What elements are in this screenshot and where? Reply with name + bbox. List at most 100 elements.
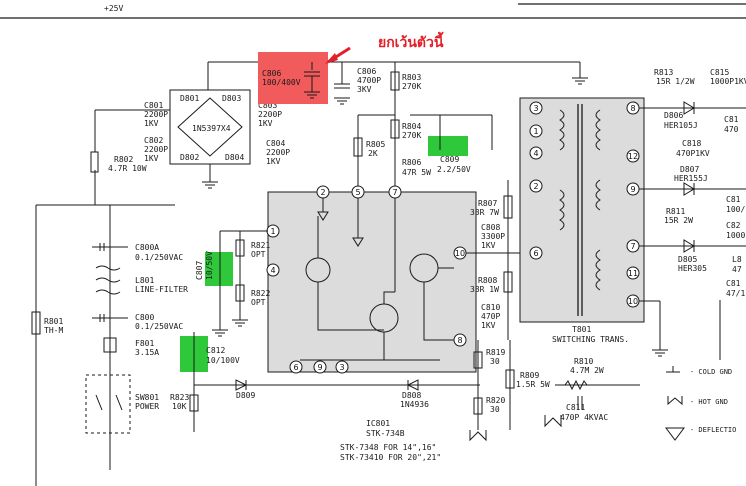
d805-symbol	[683, 239, 695, 253]
r810-value: 4.7M 2W	[570, 366, 604, 375]
c806-value-2: 3KV	[357, 85, 372, 94]
c800-value: 0.1/250VAC	[135, 322, 183, 331]
r822-ref: R822	[251, 289, 270, 298]
r822-value: OPT	[251, 298, 266, 307]
t801-pin-8-label: 8	[630, 104, 635, 113]
r820-value: 30	[490, 405, 500, 414]
c803-value-2: 1KV	[258, 119, 273, 128]
bridge-part: 1N5397X4	[192, 124, 231, 133]
c800-ref: C800	[135, 313, 154, 322]
r809-hot-ground	[544, 415, 562, 428]
c808-value-1: 3300P	[481, 232, 505, 241]
r804-symbol	[390, 119, 400, 139]
r801-ref: R801	[44, 317, 63, 326]
t801-pin-3	[529, 101, 543, 115]
t801-pin-11	[626, 266, 640, 280]
t801-pin-6	[529, 246, 543, 260]
c807-grounds	[212, 319, 248, 337]
r819-value: 30	[490, 357, 500, 366]
ic-pin-9	[313, 360, 327, 374]
r819-ref: R819	[486, 348, 505, 357]
hot-gnd-icon	[667, 396, 683, 406]
t801-pin-11-label: 11	[628, 269, 638, 278]
t801-pin-1	[529, 124, 543, 138]
c804-value-1: 2200P	[266, 148, 290, 157]
r801-symbol	[31, 311, 41, 335]
r801-value: TH-M	[44, 326, 63, 335]
ic-pin-6	[289, 360, 303, 374]
ic-pin-5-label: 5	[355, 188, 360, 197]
t801-pin-4-label: 4	[533, 149, 538, 158]
c810-ref: C810	[481, 303, 500, 312]
r822-symbol	[235, 284, 245, 302]
t801-pin-7-label: 7	[630, 242, 635, 251]
t801-pin-12-label: 12	[628, 152, 638, 161]
r820-symbol	[473, 397, 483, 415]
c812-value: 10/100V	[206, 356, 240, 365]
r805-symbol	[353, 137, 363, 157]
d806-value: HER105J	[664, 121, 698, 130]
r803-value: 270K	[402, 82, 421, 91]
top-voltage-label: +25V	[104, 4, 123, 13]
bridge-diamond	[177, 97, 243, 157]
r819-symbol	[473, 351, 483, 369]
ic-ref: IC801	[366, 419, 390, 428]
sw801-contact-2	[115, 394, 123, 411]
c807-highlight	[205, 252, 233, 286]
annotation-label: ยกเว้นตัวนี้	[378, 31, 444, 51]
t801-ground	[572, 77, 588, 85]
r821-value: OPT	[251, 250, 266, 259]
r808-value: 33R 1W	[470, 285, 499, 294]
c804-value-2: 1KV	[266, 157, 281, 166]
d806-symbol	[683, 101, 695, 115]
c81b-ref: C81	[726, 195, 741, 204]
c81c-ref: C81	[726, 279, 741, 288]
r808-symbol	[503, 271, 513, 293]
d808-symbol	[406, 379, 419, 391]
ic-pin-7-label: 7	[392, 188, 397, 197]
c81a-ref: C81	[724, 115, 739, 124]
sec-ground	[652, 349, 668, 357]
t801-pin-9-label: 9	[630, 185, 635, 194]
ic-internal-wiring	[300, 198, 454, 361]
f801-ref: F801	[135, 339, 154, 348]
ic-pin-8-label: 8	[457, 336, 462, 345]
c808-ref: C808	[481, 223, 500, 232]
sw801-switch	[85, 374, 131, 434]
c806-ground	[334, 97, 350, 105]
t801-pin-4	[529, 146, 543, 160]
c81c-value: 47/1	[726, 289, 745, 298]
d805-ref: D805	[678, 255, 697, 264]
c806-ref: C806	[357, 67, 376, 76]
d807-value: HER155J	[674, 174, 708, 183]
c807-ref: C807	[195, 261, 204, 280]
ic-variant-1: STK-7348 FOR 14",16"	[340, 443, 436, 452]
ic801-package	[267, 191, 477, 373]
t801-windings	[559, 109, 601, 291]
ic-pin-10-label: 10	[455, 249, 465, 258]
r820-ref: R820	[486, 396, 505, 405]
r802-symbol	[90, 151, 99, 173]
r806-ref: R806	[402, 158, 421, 167]
ic-part: STK-734B	[366, 429, 405, 438]
c803-value-1: 2200P	[258, 110, 282, 119]
ic-pin-1-label: 1	[270, 227, 275, 236]
r803-symbol	[390, 71, 400, 91]
c809-value: 2.2/50V	[437, 165, 471, 174]
ic-pin-3	[335, 360, 349, 374]
c81b-value: 100/	[726, 205, 745, 214]
r811-ref: R811	[666, 207, 685, 216]
ic-pin-3-label: 3	[339, 363, 344, 372]
r802-value: 4.7R 10W	[108, 164, 147, 173]
d806-ref: D806	[664, 111, 683, 120]
d801-ref: D801	[180, 94, 199, 103]
d802-ref: D802	[180, 153, 199, 162]
l801-value: LINE-FILTER	[135, 285, 188, 294]
c802-ref: C802	[144, 136, 163, 145]
cold-gnd-icon	[666, 366, 680, 373]
r823-ref: R823	[170, 393, 189, 402]
c815-ref: C815	[710, 68, 729, 77]
t801-ref: T801	[572, 325, 591, 334]
d807-symbol	[683, 182, 695, 196]
r805-ref: R805	[366, 140, 385, 149]
